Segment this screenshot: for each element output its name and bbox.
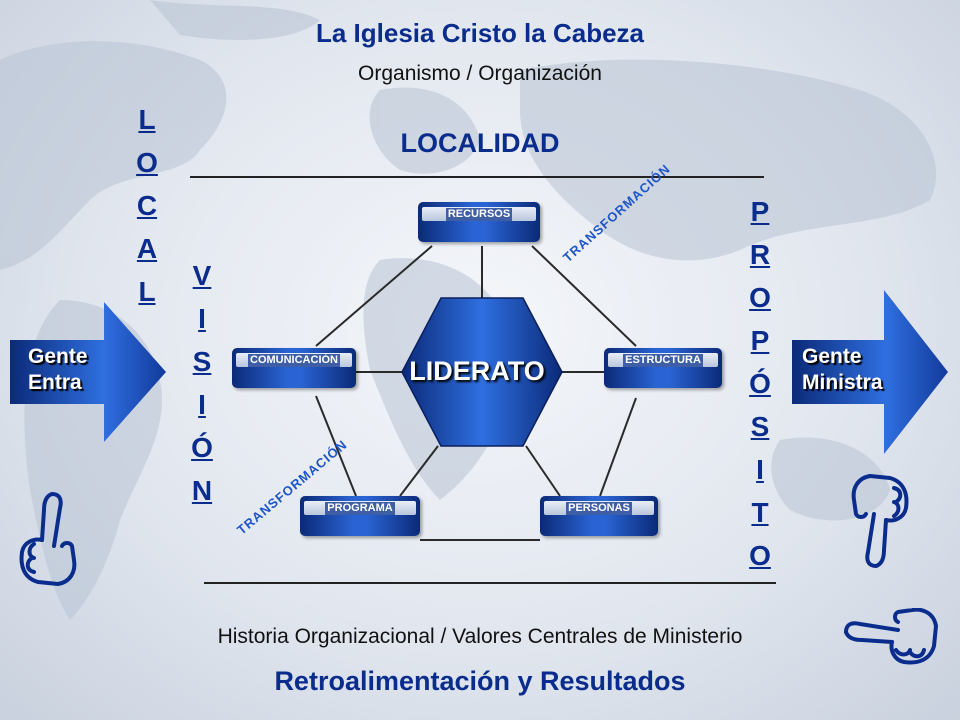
letter: S xyxy=(750,411,770,442)
connector-lines xyxy=(315,245,637,541)
letter: N xyxy=(191,475,213,506)
node-personas: PERSONAS xyxy=(540,496,658,536)
right-arrow-shape xyxy=(792,290,948,454)
node-estructura-label: ESTRUCTURA xyxy=(623,354,703,367)
letter: T xyxy=(751,497,769,528)
letter: O xyxy=(749,282,771,313)
top-divider xyxy=(190,176,764,178)
node-personas-label: PERSONAS xyxy=(566,502,632,515)
bottom-divider xyxy=(204,582,776,584)
letter: O xyxy=(136,147,158,178)
feedback-results-text: Retroalimentación y Resultados xyxy=(274,666,686,696)
letter: L xyxy=(138,104,156,135)
hand-pointing-down-icon xyxy=(851,474,909,568)
node-recursos: RECURSOS xyxy=(418,202,540,242)
letter: Ó xyxy=(749,368,771,399)
letter: I xyxy=(198,303,206,334)
liderato-label: LIDERATO xyxy=(409,356,545,386)
gente-ministra-label: Gente Ministra xyxy=(802,344,883,396)
letter: P xyxy=(750,196,770,227)
vertical-proposito: P R O P Ó S I T O xyxy=(743,190,777,577)
hand-pointing-up-icon xyxy=(19,492,77,586)
letter: Ó xyxy=(191,432,213,463)
gente-entra-line1: Gente xyxy=(28,345,88,368)
node-estructura: ESTRUCTURA xyxy=(604,348,722,388)
node-comunicacion: COMUNICACIÓN xyxy=(232,348,356,388)
letter: I xyxy=(756,454,764,485)
gente-entra-line2: Entra xyxy=(28,371,82,394)
letter: S xyxy=(192,346,212,377)
vertical-local: L O C A L xyxy=(130,98,164,313)
letter: L xyxy=(138,276,156,307)
localidad-label: LOCALIDAD xyxy=(400,128,560,158)
letter: P xyxy=(750,325,770,356)
left-arrow-shape xyxy=(10,302,166,442)
node-comunicacion-label: COMUNICACIÓN xyxy=(248,354,340,367)
liderato-hexagon xyxy=(401,297,563,447)
node-programa: PROGRAMA xyxy=(300,496,420,536)
letter: A xyxy=(136,233,158,264)
page-title: La Iglesia Cristo la Cabeza xyxy=(315,18,644,48)
hand-pointing-left-icon xyxy=(844,608,938,665)
letter: O xyxy=(749,540,771,571)
vertical-vision: V I S I Ó N xyxy=(185,254,219,512)
node-programa-label: PROGRAMA xyxy=(325,502,395,515)
letter: V xyxy=(192,260,212,291)
gente-ministra-line2: Ministra xyxy=(802,371,883,394)
node-recursos-label: RECURSOS xyxy=(445,208,513,221)
letter: C xyxy=(136,190,158,221)
gente-ministra-line1: Gente xyxy=(802,345,862,368)
letter: R xyxy=(749,239,771,270)
history-values-text: Historia Organizacional / Valores Centra… xyxy=(217,625,743,648)
page-subtitle: Organismo / Organización xyxy=(358,62,602,85)
gente-entra-label: Gente Entra xyxy=(28,344,88,396)
letter: I xyxy=(198,389,206,420)
